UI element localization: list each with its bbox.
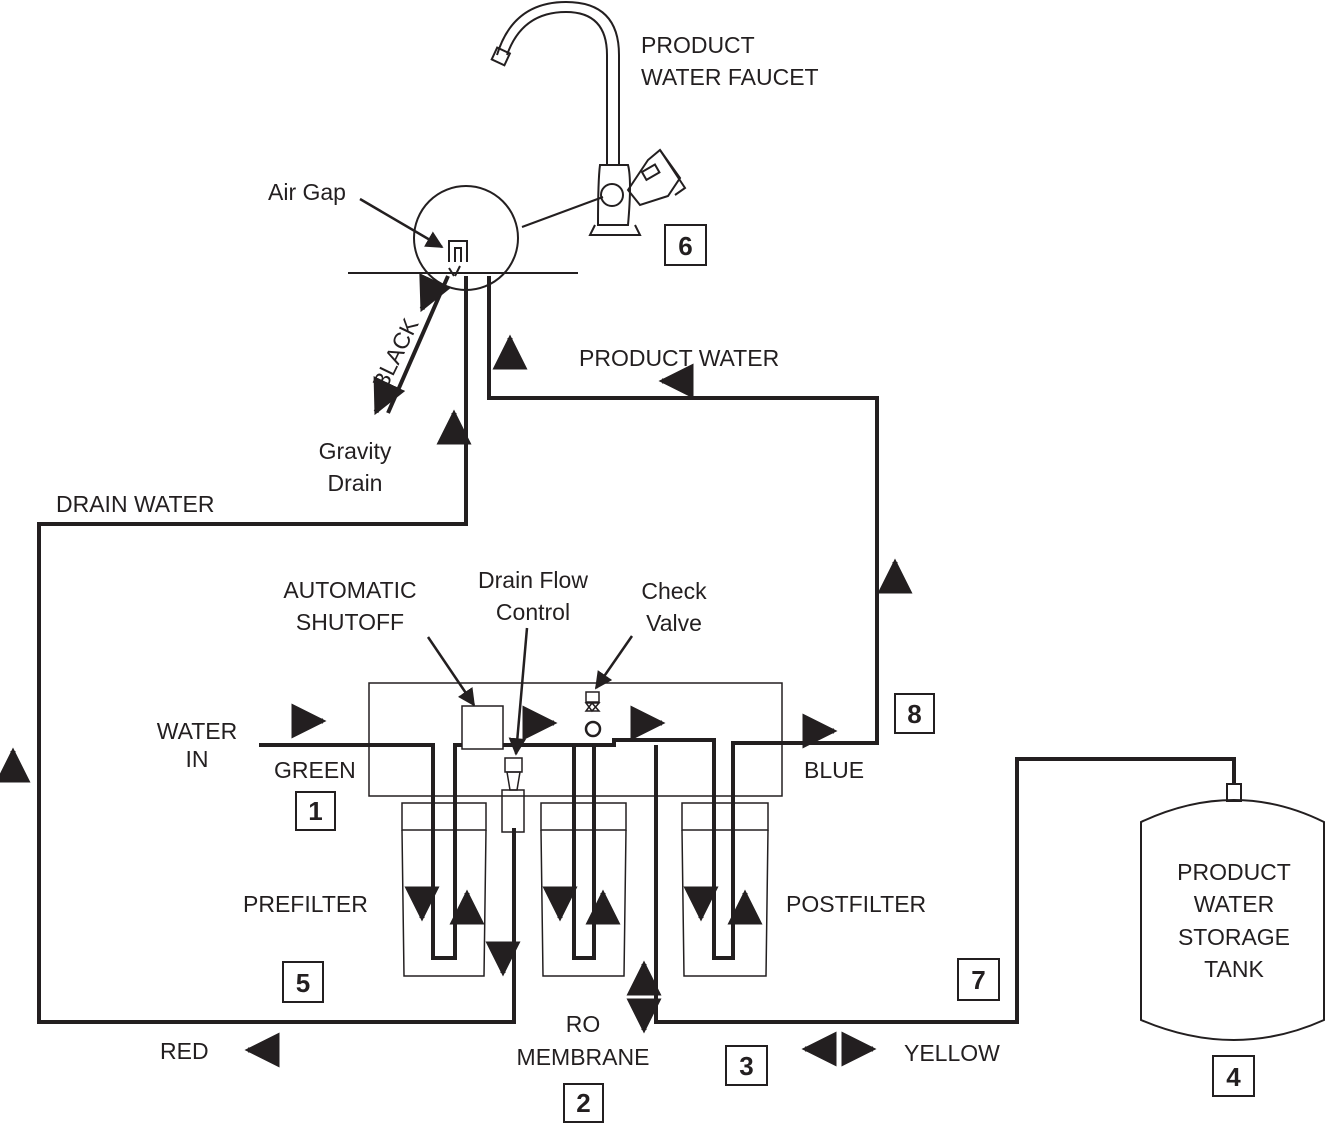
water-in-label-line-1: WATER — [157, 718, 238, 744]
air-gap-detail-circle — [413, 185, 519, 291]
step-number: 3 — [739, 1051, 753, 1081]
callout-pointers — [426, 627, 634, 756]
step-box-3: 3 — [725, 1045, 768, 1086]
ro-membrane-canister — [540, 802, 627, 977]
postfilter-canister — [681, 802, 769, 977]
step-box-7: 7 — [957, 958, 1000, 1001]
step-box-6: 6 — [664, 224, 707, 266]
check-valve-icon — [584, 691, 602, 738]
step-box-2: 2 — [563, 1083, 604, 1123]
shutoff-pointer — [426, 636, 476, 707]
step-box-1: 1 — [295, 791, 336, 831]
drain-flow-control-pointer — [508, 627, 529, 756]
ro-membrane-label-line-1: RO — [566, 1011, 601, 1037]
automatic-shutoff-label-line-1: AUTOMATIC — [283, 577, 416, 603]
step-number: 7 — [971, 965, 985, 995]
yellow-tube-label: YELLOW — [904, 1040, 1000, 1066]
flow-arrows — [0, 273, 913, 1068]
storage-tank-icon — [1140, 783, 1325, 1041]
manifold-head — [368, 682, 783, 797]
faucet-icon — [490, 0, 687, 236]
ro-membrane-label-line-2: MEMBRANE — [517, 1044, 650, 1070]
tank-label-line-4: TANK — [1204, 956, 1264, 982]
step-number: 2 — [576, 1088, 590, 1118]
step-box-5: 5 — [282, 961, 324, 1003]
water-in-label-line-2: IN — [186, 746, 209, 772]
tank-label-line-3: STORAGE — [1178, 924, 1290, 950]
tank-label-line-1: PRODUCT — [1177, 859, 1291, 885]
check-valve-label-line-1: Check — [641, 578, 707, 604]
faucet-label-line-2: WATER FAUCET — [641, 64, 819, 90]
red-tube-label: RED — [160, 1038, 209, 1064]
faucet-label-line-1: PRODUCT — [641, 32, 755, 58]
air-gap-label: Air Gap — [268, 179, 346, 205]
product-water-label: PRODUCT WATER — [579, 345, 779, 371]
flow-arrow-down — [373, 376, 406, 416]
faucet-callout-line — [521, 196, 604, 228]
step-number: 1 — [308, 796, 322, 826]
prefilter-label: PREFILTER — [243, 891, 368, 917]
blue-tube-label: BLUE — [804, 757, 864, 783]
postfilter-label: POSTFILTER — [786, 891, 926, 917]
automatic-shutoff-label-line-2: SHUTOFF — [296, 609, 404, 635]
step-box-8: 8 — [894, 693, 935, 734]
step-number: 6 — [678, 231, 692, 261]
drain-flow-control-label-line-2: Control — [496, 599, 570, 625]
air-gap-icon — [448, 240, 468, 277]
step-number: 5 — [296, 968, 310, 998]
check-valve-label-line-2: Valve — [646, 610, 702, 636]
drain-flow-control-icon — [501, 757, 525, 833]
flow-arrow-down — [419, 273, 452, 313]
step-number: 8 — [907, 699, 921, 729]
gravity-drain-label-line-2: Drain — [328, 470, 383, 496]
green-tube-label: GREEN — [274, 757, 356, 783]
check-valve-pointer — [594, 635, 634, 690]
tubing-lines — [37, 275, 1236, 1024]
drain-flow-control-label-line-1: Drain Flow — [478, 567, 588, 593]
diagram-labels: PRODUCT WATER FAUCET Air Gap BLACK Gravi… — [56, 32, 1291, 1070]
step-box-4: 4 — [1212, 1055, 1255, 1097]
drain-water-label: DRAIN WATER — [56, 491, 214, 517]
tank-label-line-2: WATER — [1194, 891, 1275, 917]
prefilter-canister — [401, 802, 487, 977]
automatic-shutoff-valve — [461, 705, 504, 750]
step-number: 4 — [1226, 1062, 1241, 1092]
gravity-drain-label-line-1: Gravity — [319, 438, 392, 464]
air-gap-pointer — [359, 197, 444, 249]
